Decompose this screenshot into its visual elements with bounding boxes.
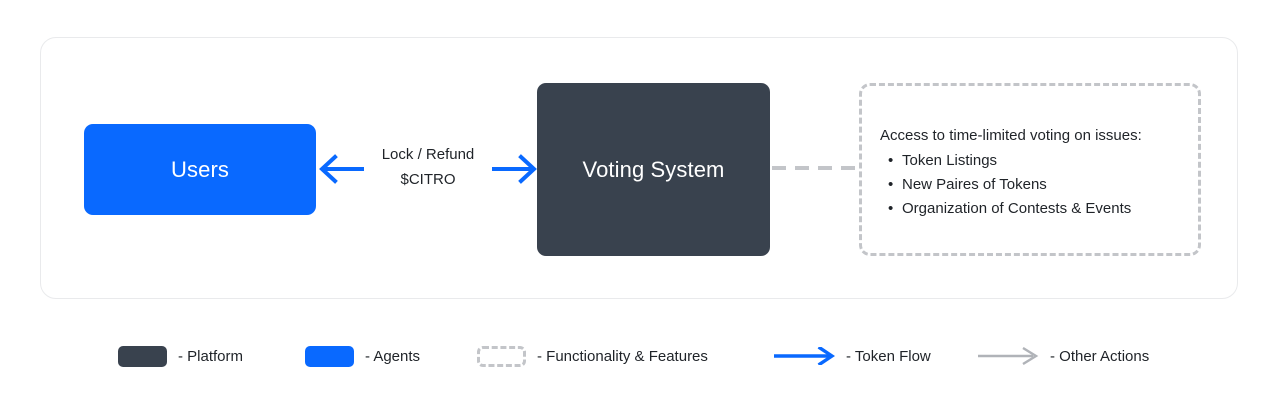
legend-item-platform-label: - Platform [178,347,244,365]
features-list: Token Listings New Paires of Tokens Orga… [880,149,1198,221]
token-flow-arrow-icon [774,347,835,365]
features-box: Access to time-limited voting on issues:… [859,83,1201,256]
token-flow-label: Lock / Refund $CITRO [369,142,487,192]
node-voting-system-label: Voting System [582,156,725,182]
diagram-card: Users Lock / Refund $CITRO Voting System… [40,37,1238,299]
legend-item-functionality: - Functionality & Features [477,340,708,372]
functionality-swatch-icon [477,345,526,367]
token-flow-group: Lock / Refund $CITRO [319,124,537,215]
platform-swatch-icon [118,345,167,367]
node-users-label: Users [171,156,229,182]
features-title: Access to time-limited voting on issues: [880,127,1142,144]
legend-item-platform: - Platform [118,340,243,372]
legend-item-other-actions-label: - Other Actions [1050,347,1150,365]
legend: - Platform - Agents - Functionality & Fe… [0,340,1280,372]
legend-item-other-actions: - Other Actions [977,340,1149,372]
node-voting-system[interactable]: Voting System [537,83,770,256]
other-actions-arrow-icon [978,347,1039,365]
legend-item-agents-label: - Agents [365,347,421,365]
legend-item-token-flow: - Token Flow [773,340,931,372]
features-list-item: New Paires of Tokens [888,173,1198,197]
token-flow-label-line2: $CITRO [400,171,456,188]
legend-item-agents: - Agents [305,340,420,372]
dashed-connector-icon [772,166,860,170]
features-list-item: Token Listings [888,149,1198,173]
node-users[interactable]: Users [84,124,316,215]
arrow-right-icon [492,154,537,184]
features-list-item: Organization of Contests & Events [888,197,1198,221]
legend-item-token-flow-label: - Token Flow [846,347,931,365]
arrow-left-icon [319,154,364,184]
agents-swatch-icon [305,345,354,367]
token-flow-label-line1: Lock / Refund [381,146,475,163]
legend-item-functionality-label: - Functionality & Features [537,347,708,365]
